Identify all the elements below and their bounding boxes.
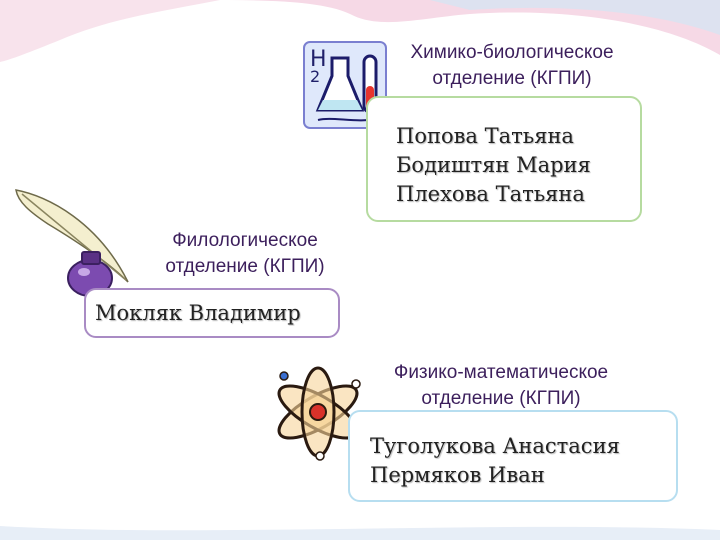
philology-title-line2: отделение (КГПИ) [165,256,325,277]
chemistry-department-title: Химико-биологическое отделение (КГПИ) [362,40,662,92]
physics-title-line1: Физико-математическое [393,362,609,383]
atom-icon [277,366,361,461]
physics-department-title: Физико-математическое отделение (КГПИ) [342,360,660,412]
physics-title-line2: отделение (КГПИ) [421,388,581,409]
bottom-wave-decoration [0,526,720,540]
top-wave-decoration [0,0,720,62]
lab-flask-icon: H 2 [303,41,387,129]
student-name: Бодиштян Мария [396,153,591,177]
chemistry-title-line1: Химико-биологическое [410,42,614,63]
student-name: Попова Татьяна [396,124,574,148]
philology-title-line1: Филологическое [172,230,318,251]
svg-text:H: H [310,47,327,72]
svg-text:2: 2 [310,67,320,86]
physics-students-box: Туголукова Анастасия Пермяков Иван [348,410,678,502]
chemistry-students-box: Попова Татьяна Бодиштян Мария Плехова Та… [366,96,642,222]
student-name: Мокляк Владимир [95,301,301,325]
student-name: Пермяков Иван [370,463,545,487]
philology-students-box: Мокляк Владимир [84,288,340,338]
chemistry-title-line2: отделение (КГПИ) [432,68,592,89]
student-name: Туголукова Анастасия [370,434,620,458]
philology-department-title: Филологическое отделение (КГПИ) [128,228,362,280]
quill-inkwell-icon [15,189,129,297]
student-name: Плехова Татьяна [396,182,585,206]
